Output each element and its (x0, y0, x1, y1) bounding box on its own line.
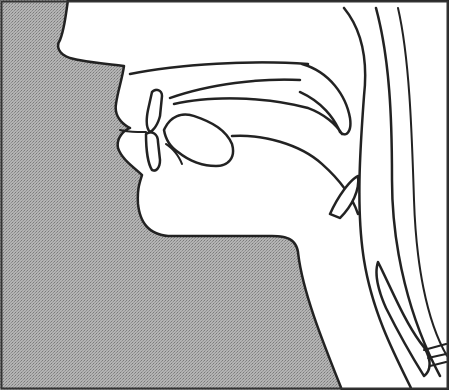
sagittal-vocal-tract-diagram (0, 0, 449, 390)
